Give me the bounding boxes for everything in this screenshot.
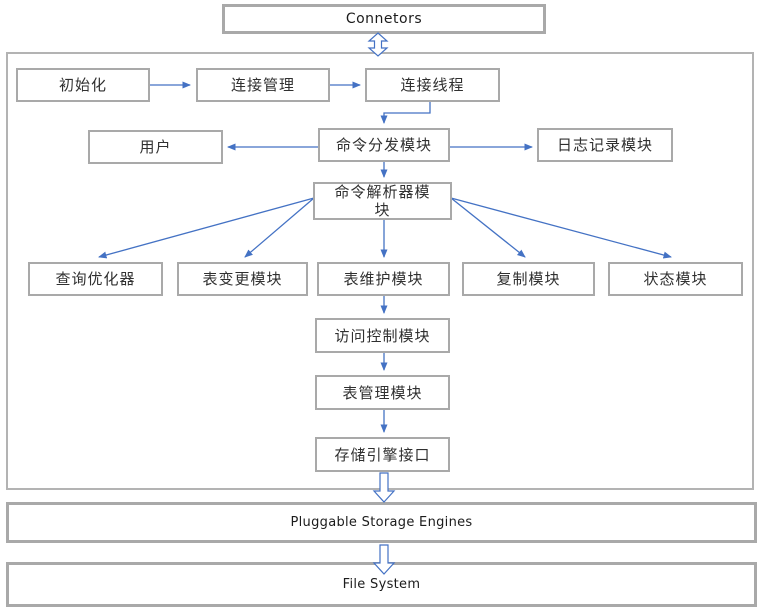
node-table-change: 表变更模块 bbox=[177, 262, 308, 296]
node-user: 用户 bbox=[88, 130, 223, 164]
node-conn-mgmt: 连接管理 bbox=[196, 68, 330, 102]
node-pluggable-storage-engines: Pluggable Storage Engines bbox=[6, 502, 757, 543]
node-connetors: Connetors bbox=[222, 4, 546, 34]
node-access-ctrl: 访问控制模块 bbox=[315, 318, 450, 353]
node-conn-thread: 连接线程 bbox=[365, 68, 500, 102]
node-query-opt: 查询优化器 bbox=[28, 262, 163, 296]
node-replication: 复制模块 bbox=[462, 262, 595, 296]
node-parser: 命令解析器模 块 bbox=[313, 182, 452, 220]
node-init: 初始化 bbox=[16, 68, 150, 102]
node-table-mgmt: 表管理模块 bbox=[315, 375, 450, 410]
node-log-module: 日志记录模块 bbox=[537, 128, 673, 162]
node-table-maint: 表维护模块 bbox=[317, 262, 450, 296]
node-file-system: File System bbox=[6, 562, 757, 607]
node-cmd-dispatch: 命令分发模块 bbox=[318, 128, 450, 162]
node-storage-iface: 存储引擎接口 bbox=[315, 437, 450, 472]
node-status: 状态模块 bbox=[608, 262, 743, 296]
